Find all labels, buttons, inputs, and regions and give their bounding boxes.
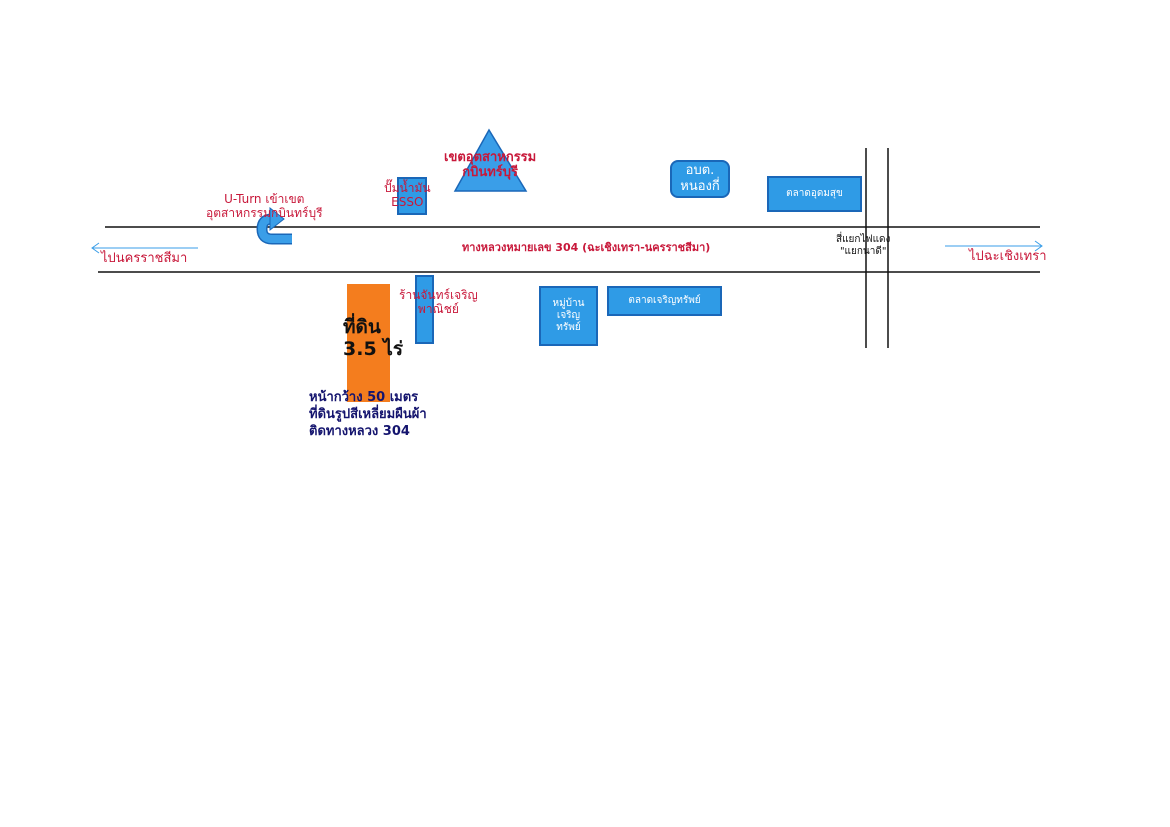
obt-office: อบต. หนองกี่	[670, 160, 730, 198]
charoen-sap-village: หมู่บ้าน เจริญ ทรัพย์	[539, 286, 598, 346]
chan-charoen-shop-label: ร้านจันทร์เจริญ พาณิชย์	[399, 288, 478, 316]
arrow-right-icon	[945, 240, 1043, 252]
charoen-sap-market: ตลาดเจริญทรัพย์	[607, 286, 722, 316]
udomsuk-market: ตลาดอุดมสุข	[767, 176, 862, 212]
land-plot-label: ที่ดิน 3.5 ไร่	[343, 316, 404, 360]
industrial-zone-triangle-icon	[453, 128, 528, 192]
industrial-zone-label: เขตอุตสาหกรรม กบินทร์บุรี	[444, 150, 537, 180]
direction-right-label: ไปฉะเชิงเทรา	[969, 249, 1047, 264]
direction-left-label: ไปนครราชสีมา	[101, 251, 188, 266]
intersection-label: สี่แยกไฟแดง "แยกนาดี"	[836, 234, 891, 257]
land-plot-description: หน้ากว้าง 50 เมตร ที่ดินรูปสีเหลี่ยมผืนผ…	[309, 390, 427, 439]
highway-name: ทางหลวงหมายเลข 304 (ฉะเชิงเทรา-นครราชสีม…	[462, 241, 711, 254]
esso-station-label: ปั๊มน้ำมัน ESSO	[384, 181, 431, 209]
chan-charoen-shop	[415, 275, 434, 344]
arrow-left-icon	[91, 242, 198, 254]
land-plot	[347, 284, 390, 402]
uturn-arrow-icon	[256, 206, 292, 245]
esso-station	[397, 177, 427, 215]
uturn-label: U-Turn เข้าเขต อุตสาหกรรมกบินทร์บุรี	[206, 192, 323, 220]
